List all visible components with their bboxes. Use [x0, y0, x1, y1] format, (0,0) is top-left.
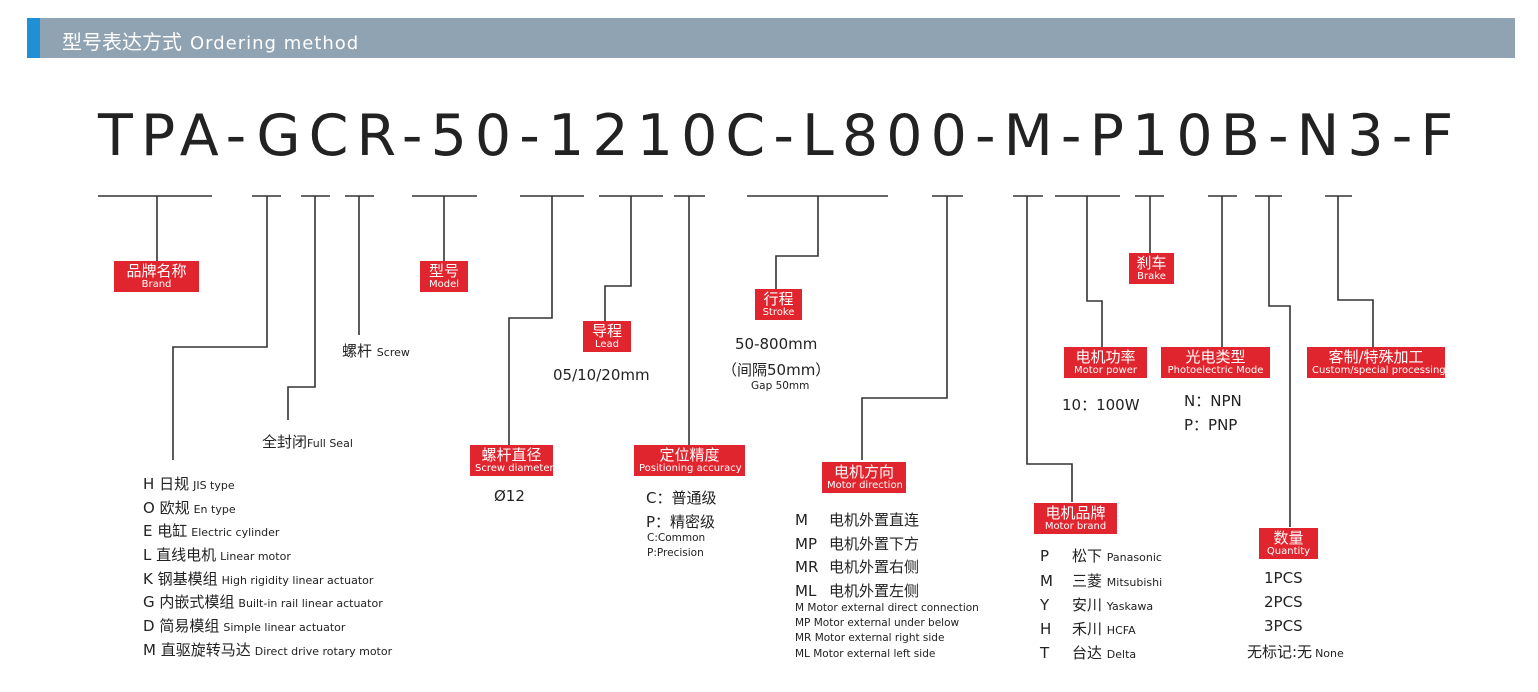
leader-full-seal [287, 196, 316, 420]
photoelectric-option-p: P：PNP [1184, 416, 1238, 434]
motor-direction-note: ML Motor external left side [795, 648, 936, 660]
section-title: 型号表达方式 Ordering method [62, 26, 359, 55]
motor-direction-note: MP Motor external under below [795, 617, 960, 629]
leader-motor-direction [861, 196, 948, 460]
lead-value: 05/10/20mm [553, 366, 650, 384]
positioning-note-p: P:Precision [647, 547, 704, 559]
positioning-option-p: P：精密级 [646, 513, 716, 531]
motor-direction-note: M Motor external direct connection [795, 602, 979, 614]
leader-motor-power [1086, 196, 1103, 347]
photoelectric-option-n: N：NPN [1184, 392, 1242, 410]
stroke-gap-cn: （间隔50mm） [722, 361, 831, 379]
quantity-option: 2PCS [1264, 593, 1303, 611]
leader-lead [604, 196, 632, 322]
motor-direction-note: MR Motor external right side [795, 632, 945, 644]
quantity-option: 3PCS [1264, 617, 1303, 635]
model-code: TPA-GCR-50-1210C-L800-M-P10B-N3-F [98, 103, 1462, 169]
leader-type [172, 196, 268, 460]
leader-custom [1337, 196, 1374, 347]
positioning-note-c: C:Common [647, 532, 706, 544]
full-seal-label: 全封闭Full Seal [262, 433, 353, 451]
section-header-bar [27, 18, 1515, 58]
positioning-option-c: C：普通级 [646, 489, 717, 507]
leader-quantity [1268, 196, 1291, 527]
leader-motor-brand [1026, 196, 1073, 502]
leader-diameter [508, 196, 553, 446]
leader-stroke [775, 196, 819, 290]
motor-power-value: 10：100W [1062, 396, 1140, 414]
section-title-en: Ordering method [190, 33, 360, 54]
header-accent-strip [27, 18, 40, 58]
section-title-cn: 型号表达方式 [62, 30, 182, 54]
screw-label: 螺杆 Screw [342, 342, 410, 360]
stroke-gap-en: Gap 50mm [751, 380, 810, 392]
quantity-option: 1PCS [1264, 569, 1303, 587]
stroke-range: 50-800mm [735, 335, 818, 353]
screw-diameter-value: Ø12 [494, 487, 525, 505]
